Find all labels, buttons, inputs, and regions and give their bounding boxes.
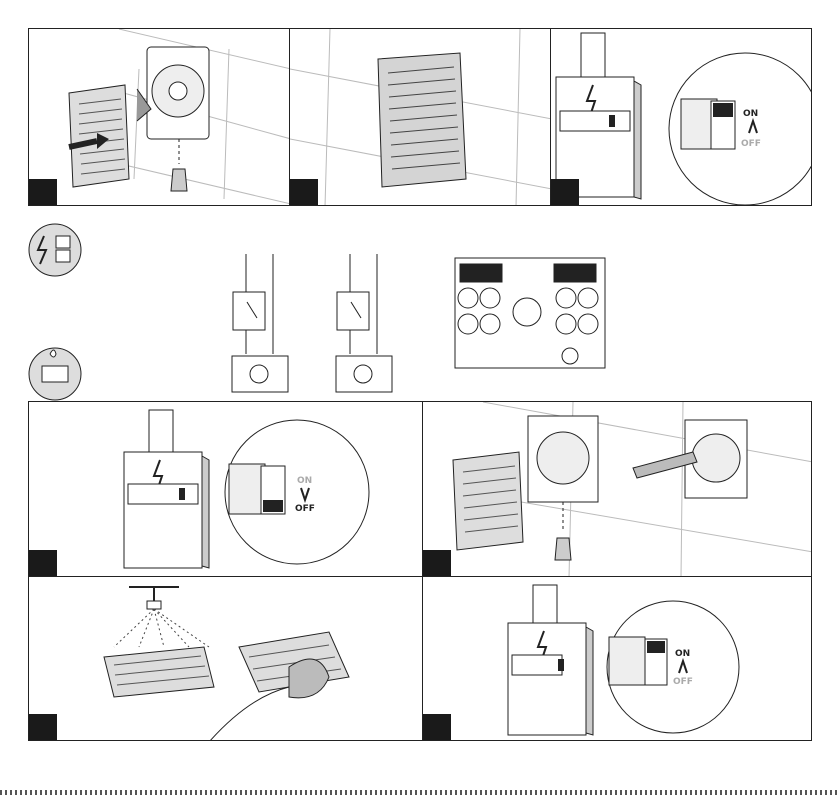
wiring-diagram xyxy=(0,206,840,402)
screwdriver-icon xyxy=(171,139,187,191)
switch-on-illustration xyxy=(423,577,812,741)
step-4-panel: ON OFF xyxy=(28,401,423,577)
grille-washing-illustration xyxy=(29,577,423,741)
wiring-symbol-icon xyxy=(29,224,81,276)
step-5-panel xyxy=(422,401,812,577)
switch-on-illustration xyxy=(551,29,812,206)
off-label: OFF xyxy=(673,677,693,687)
step-1-panel xyxy=(28,28,290,206)
step-2-panel xyxy=(289,28,551,206)
bottom-edge xyxy=(0,790,840,795)
step-3-panel: ON OFF xyxy=(550,28,812,206)
step-badge xyxy=(290,179,318,205)
step-badge xyxy=(551,179,579,205)
fan-grille-illustration xyxy=(290,29,551,206)
step-badge xyxy=(423,714,451,740)
step-badge xyxy=(29,550,57,576)
step-7-panel: ON OFF xyxy=(422,576,812,741)
on-label: ON xyxy=(297,476,312,486)
wiring-section xyxy=(0,206,840,402)
cleaning-sponge-icon xyxy=(29,348,81,400)
cover-removal-illustration xyxy=(29,29,290,206)
off-label: OFF xyxy=(741,139,761,149)
step-badge xyxy=(423,550,451,576)
step-6-panel xyxy=(28,576,423,741)
step-badge xyxy=(29,179,57,205)
on-label: ON xyxy=(743,109,758,119)
off-label: OFF xyxy=(295,504,315,514)
switch-off-illustration xyxy=(29,402,423,577)
screwdriver-icon xyxy=(555,538,571,560)
step-badge xyxy=(29,714,57,740)
on-label: ON xyxy=(675,649,690,659)
brush-cleaning-illustration xyxy=(423,402,812,577)
